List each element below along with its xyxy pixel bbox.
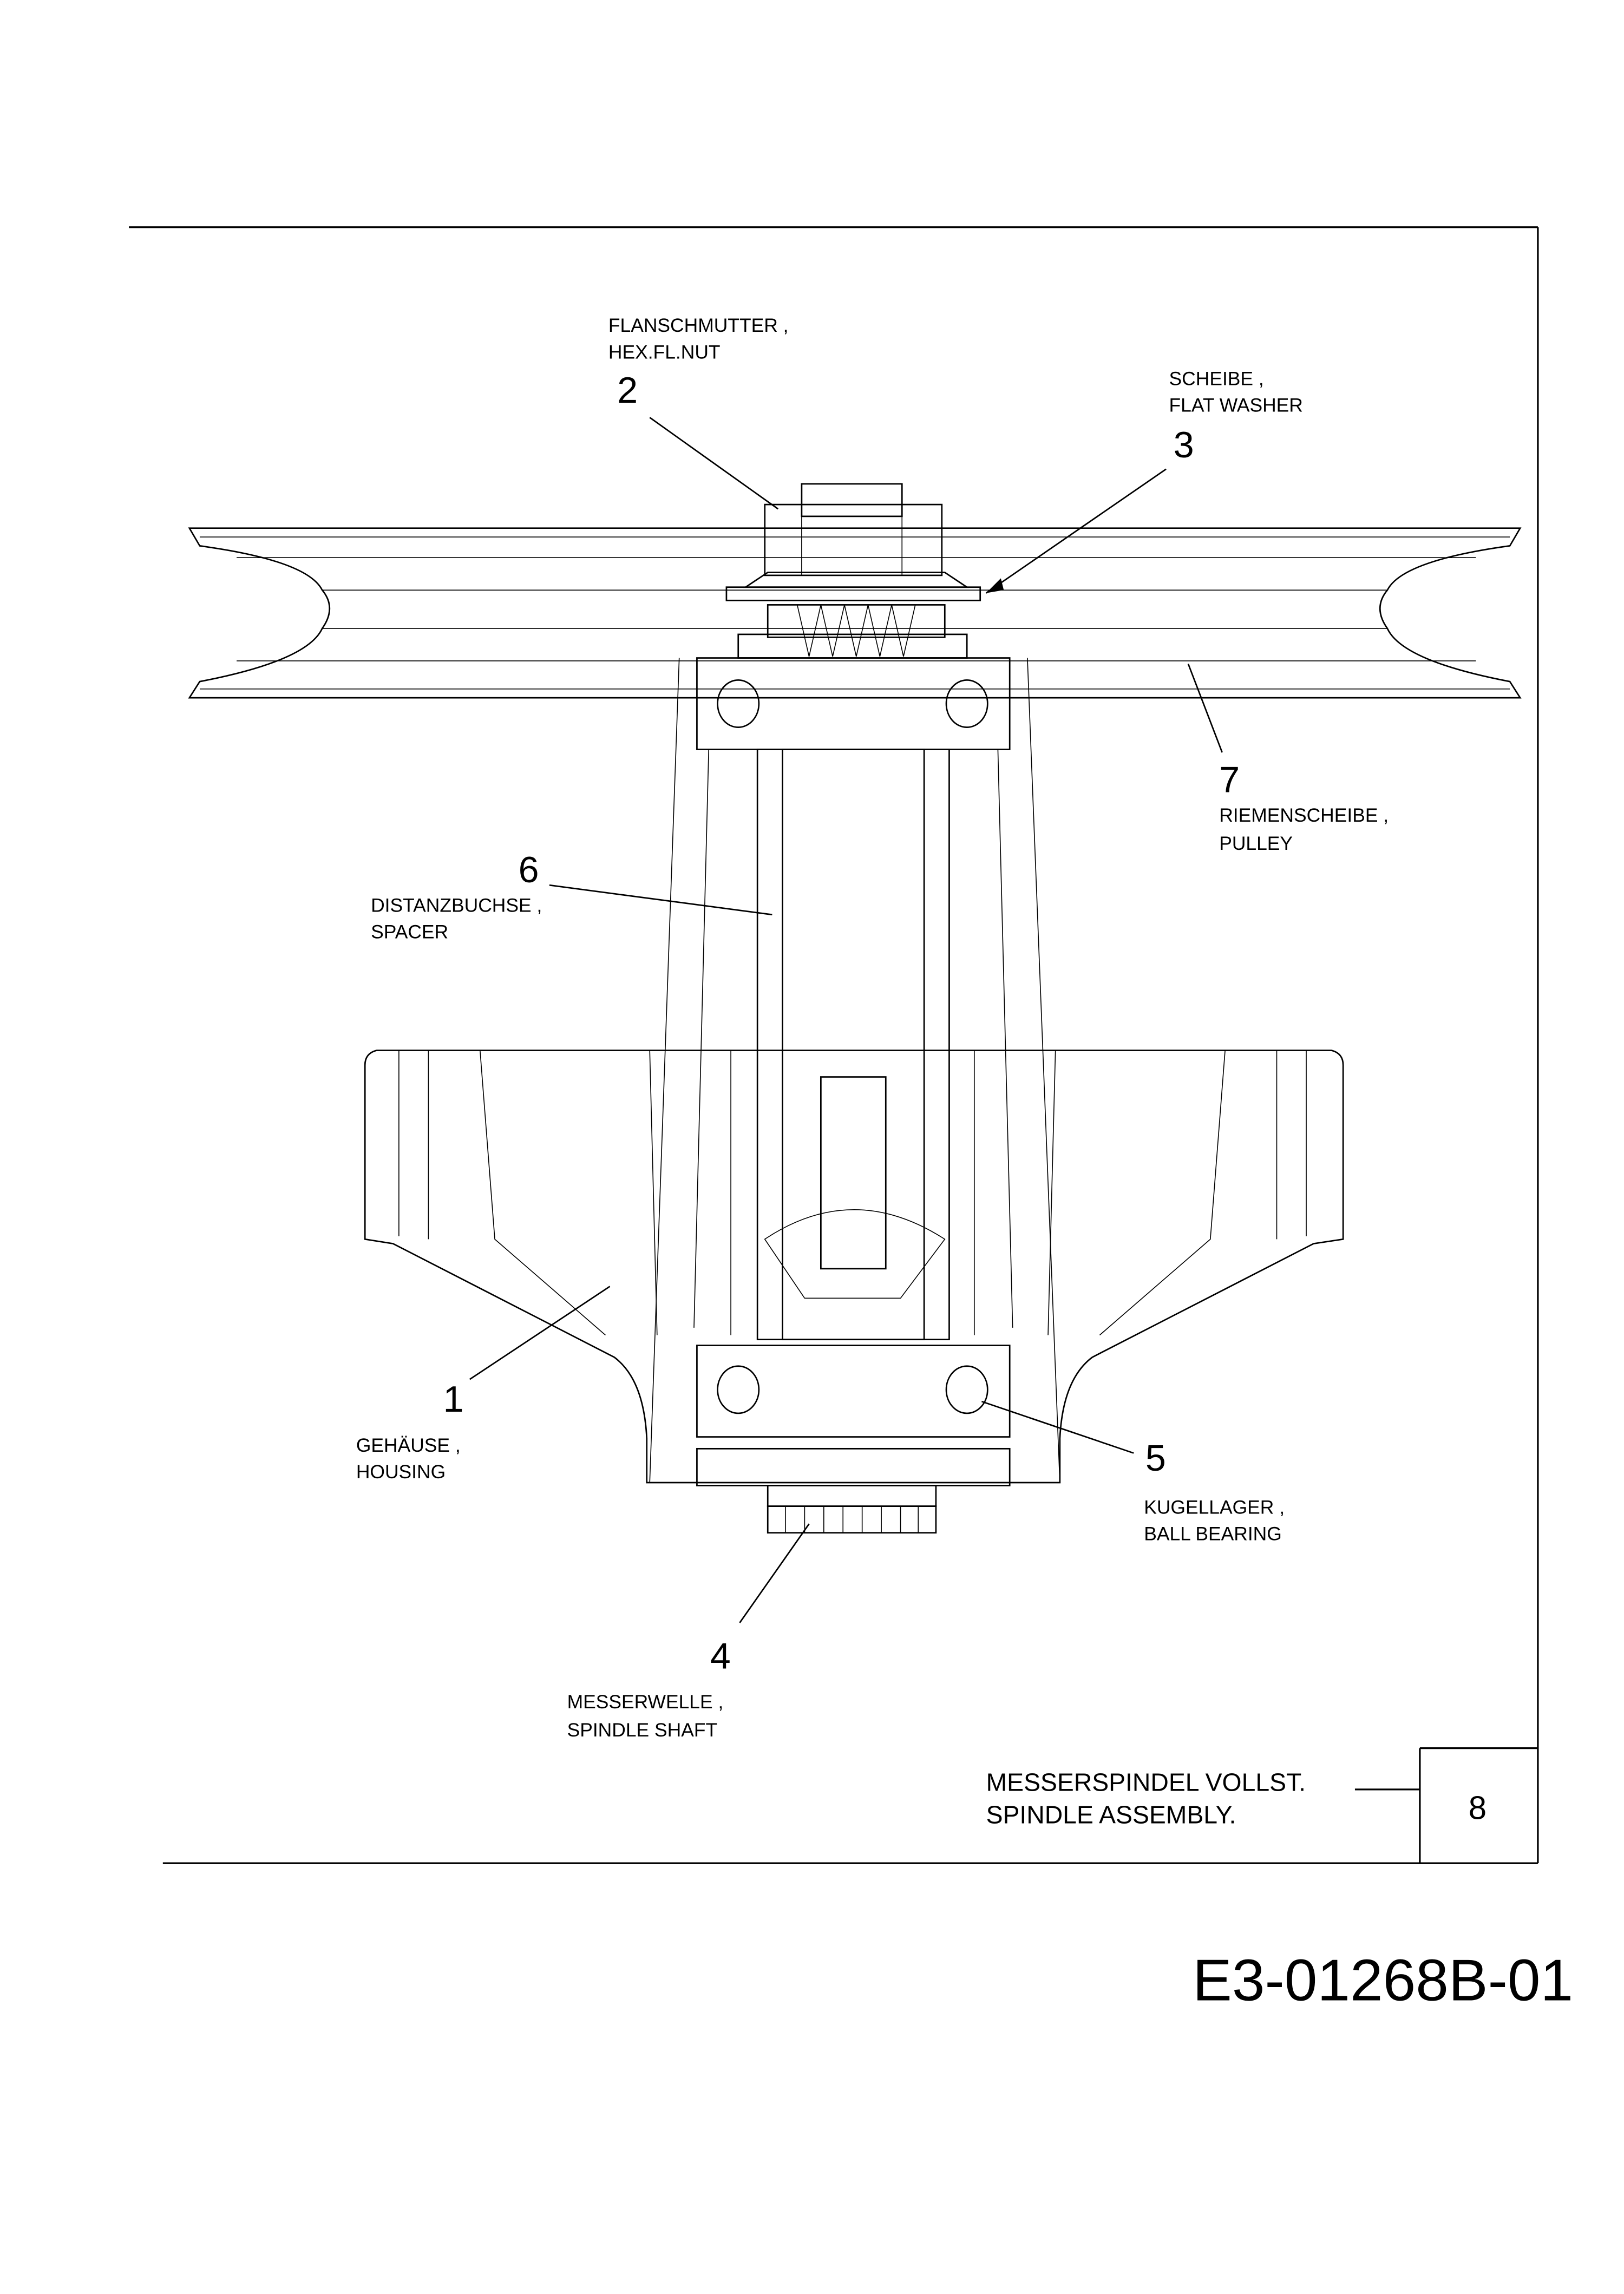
callout-1-label-en: HOUSING (356, 1461, 446, 1483)
callout-7-number: 7 (1219, 759, 1240, 801)
callout-7-label-en: PULLEY (1219, 833, 1293, 854)
page-number: 8 (1469, 1790, 1487, 1826)
callout-1-label-de: GEHÄUSE , (356, 1434, 461, 1456)
callout-6-number: 6 (519, 849, 539, 890)
callout-4-label-de: MESSERWELLE , (567, 1691, 724, 1713)
drawing-number: E3-01268B-01 (1193, 1948, 1573, 2014)
callout-6-label-de: DISTANZBUCHSE , (371, 894, 542, 916)
callout-7-label-de: RIEMENSCHEIBE , (1219, 804, 1389, 826)
spacer-drawing (649, 657, 1060, 1483)
callout-2-number: 2 (617, 370, 638, 411)
callout-2-label-en: HEX.FL.NUT (608, 341, 721, 363)
callout-3-label-de: SCHEIBE , (1169, 368, 1264, 389)
title-english: SPINDLE ASSEMBLY. (986, 1801, 1236, 1829)
callout-3-label-en: FLAT WASHER (1169, 394, 1303, 416)
pulley-drawing (188, 527, 1522, 699)
callout-4-label-en: SPINDLE SHAFT (567, 1719, 718, 1741)
callout-4-number: 4 (710, 1635, 731, 1676)
callout-5-label-de: KUGELLAGER , (1144, 1496, 1285, 1518)
callout-6-label-en: SPACER (371, 921, 448, 942)
drawing-frame (129, 226, 1539, 1864)
title-german: MESSERSPINDEL VOLLST. (986, 1768, 1306, 1797)
nut-drawing (725, 483, 981, 659)
housing-drawing (364, 1050, 1344, 1486)
spindle-shaft-drawing (767, 1485, 937, 1534)
leader-lines (469, 417, 1223, 1623)
callout-2-label-de: FLANSCHMUTTER , (608, 314, 789, 336)
callout-5-number: 5 (1145, 1438, 1166, 1479)
callout-5-label-en: BALL BEARING (1144, 1523, 1282, 1544)
callout-1-number: 1 (443, 1379, 464, 1420)
callout-3-number: 3 (1174, 424, 1194, 466)
